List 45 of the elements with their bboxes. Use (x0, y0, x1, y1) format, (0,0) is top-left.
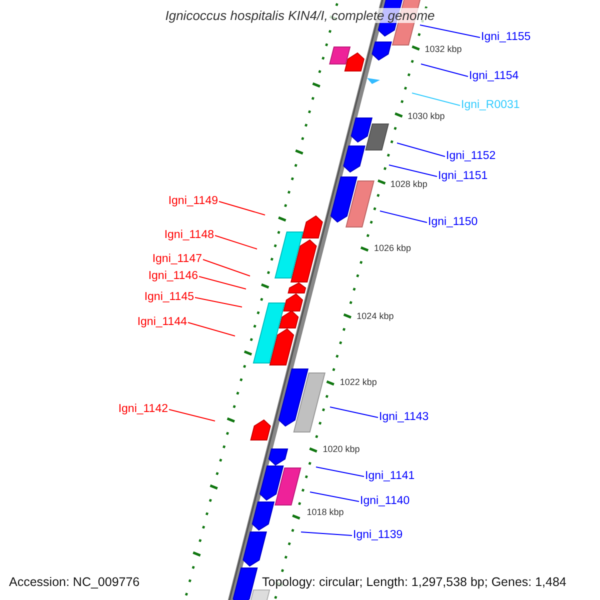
gene-label: Igni_1140 (360, 495, 410, 508)
gene-label: Igni_1150 (428, 216, 478, 229)
leader-line (396, 142, 446, 157)
leader-line (218, 201, 266, 216)
title: Ignicoccus hospitalis KIN4/I, complete genome (164, 8, 436, 23)
scale-label: 1026 kbp (374, 243, 412, 253)
leader-line (194, 297, 242, 308)
leader-line (300, 532, 352, 536)
gene-label: Igni_1142 (118, 403, 168, 416)
gene-label: Igni_1154 (469, 70, 519, 83)
scale-label: 1028 kbp (390, 179, 428, 189)
leader-line (188, 322, 236, 336)
gene-label: Igni_1147 (152, 253, 202, 266)
gene-label: Igni_1143 (379, 411, 429, 424)
leader-line (380, 210, 428, 223)
gene-label: Igni_1151 (438, 170, 488, 183)
gene-label: Igni_1145 (144, 291, 194, 304)
scale-label: 1030 kbp (408, 111, 445, 121)
leader-line (412, 92, 460, 106)
leader-line (420, 64, 468, 77)
leader-line (168, 409, 216, 422)
gene-label: Igni_1149 (168, 195, 218, 208)
gene-label: Igni_1155 (481, 31, 531, 44)
leader-line (316, 466, 364, 477)
gene-label: Igni_1141 (365, 470, 415, 483)
gene-label: Igni_1146 (148, 270, 198, 283)
leader-line (214, 235, 258, 250)
scale-label: 1024 kbp (356, 311, 394, 321)
gene-label: Igni_1152 (446, 150, 496, 163)
scale-label: 1018 kbp (306, 507, 344, 517)
leader-line (388, 164, 438, 177)
leader-line (198, 276, 246, 290)
scale-label: 1020 kbp (322, 444, 360, 454)
scale-label: 1032 kbp (424, 44, 462, 54)
gene-label: Igni_R0031 (461, 99, 520, 112)
leader-line (420, 24, 480, 38)
scale-label: 1022 kbp (340, 377, 377, 387)
leader-line (310, 492, 360, 502)
gene-label: Igni_1148 (164, 229, 214, 242)
gene-label: Igni_1144 (137, 316, 187, 329)
footer-text: Accession: NC_009776 (9, 575, 140, 589)
leader-line (330, 406, 378, 418)
leader-line (202, 259, 250, 276)
gene-label: Igni_1139 (353, 529, 403, 542)
footer-text: Topology: circular; Length: 1,297,538 bp; Genes: 1,484 (262, 575, 566, 589)
